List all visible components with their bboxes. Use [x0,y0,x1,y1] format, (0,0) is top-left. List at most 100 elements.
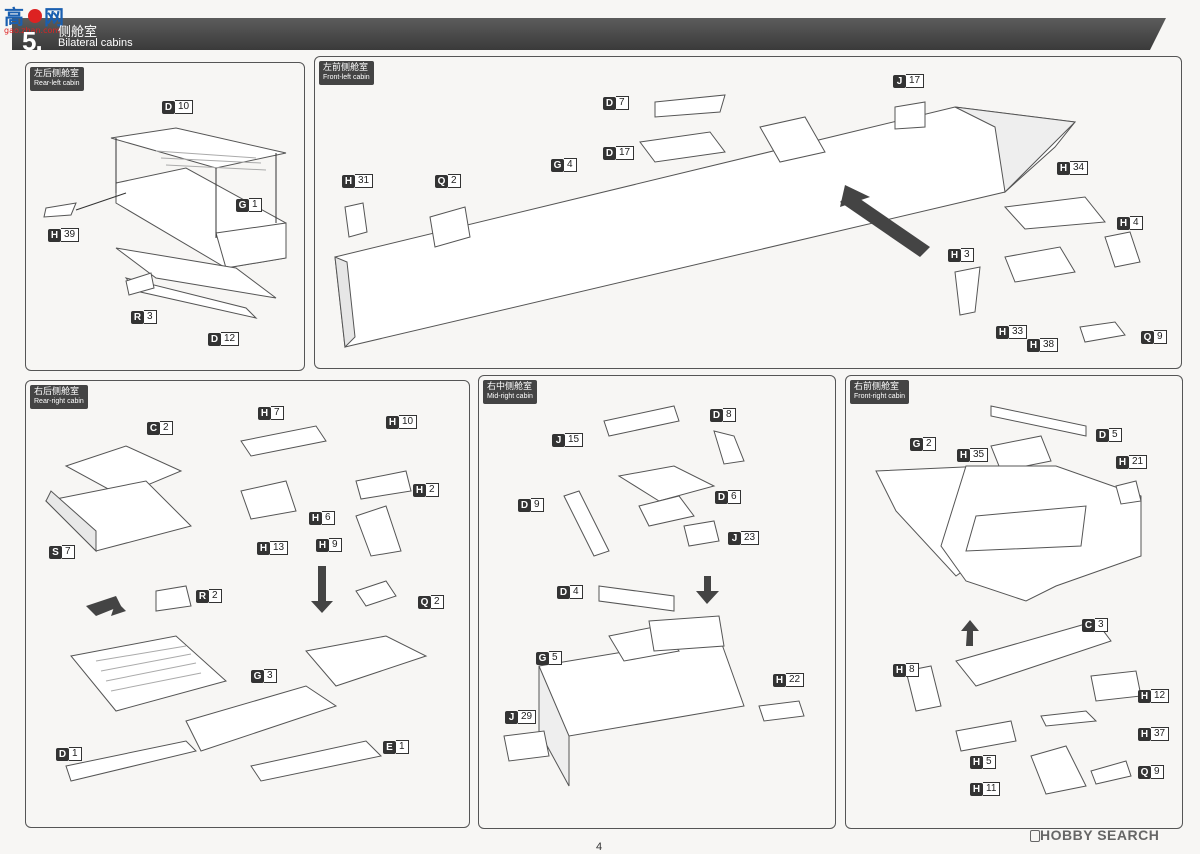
watermark: HOBBY SEARCH [1040,827,1160,843]
part-number: 8 [906,663,919,677]
part-number: 3 [264,669,277,683]
part-number: 3 [961,248,974,262]
part-number: 11 [983,782,1001,796]
part-number: 9 [1154,330,1167,344]
part-letter: H [258,406,271,420]
part-number: 21 [1129,455,1148,469]
part-number: 5 [1109,428,1122,442]
part-letter: H [257,541,270,555]
part-letter: Q [418,595,431,609]
part-number: 2 [431,595,444,609]
part-number: 23 [741,531,760,545]
part-letter: S [49,545,62,559]
part-letter: H [970,782,983,796]
step-title-zh: 侧舱室 [58,25,98,40]
part-number: 34 [1070,161,1089,175]
part-letter: D [208,332,221,346]
part-letter: Q [1138,765,1151,779]
part-letter: H [970,755,983,769]
logo-text: gao.zhan.com [4,26,61,35]
part-letter: H [948,248,961,262]
part-letter: H [1116,455,1129,469]
part-letter: H [1138,727,1151,741]
part-number: 10 [175,100,194,114]
part-number: 2 [426,483,439,497]
part-number: 1 [69,747,82,761]
part-number: 9 [329,538,342,552]
front-right-diagram [875,405,1142,795]
part-letter: D [603,146,616,160]
part-number: 22 [786,673,805,687]
part-number: 2 [160,421,173,435]
rear-right-diagram [44,425,428,782]
part-letter: R [131,310,144,324]
panel-label-zh: 左后侧舱室 [34,69,80,79]
panel-label-zh: 右后侧舱室 [34,387,80,397]
part-number: 2 [209,589,222,603]
part-number: 4 [570,585,583,599]
part-letter: Q [1141,330,1154,344]
part-number: 17 [906,74,925,88]
part-letter: H [996,325,1009,339]
part-number: 39 [61,228,80,242]
part-letter: E [383,740,396,754]
part-letter: Q [435,174,448,188]
part-letter: D [518,498,531,512]
panel-label-en: Front-left cabin [323,74,370,81]
part-number: 6 [322,511,335,525]
part-letter: H [316,538,329,552]
panel-label-zh: 右中侧舱室 [487,382,533,392]
part-number: 37 [1151,727,1170,741]
part-number: 38 [1040,338,1059,352]
part-letter: D [603,96,616,110]
part-letter: D [557,585,570,599]
part-number: 33 [1009,325,1028,339]
part-number: 31 [355,174,374,188]
part-letter: G [236,198,249,212]
panel-label-zh: 右前侧舱室 [854,382,900,392]
part-number: 2 [448,174,461,188]
part-number: 10 [399,415,418,429]
panel-label-zh: 左前侧舱室 [323,63,369,73]
part-letter: G [251,669,264,683]
part-letter: J [893,74,906,88]
panel-label-en: Front-right cabin [854,393,905,400]
part-letter: J [728,531,741,545]
part-letter: G [910,437,923,451]
svg-text:高: 高 [4,5,24,29]
